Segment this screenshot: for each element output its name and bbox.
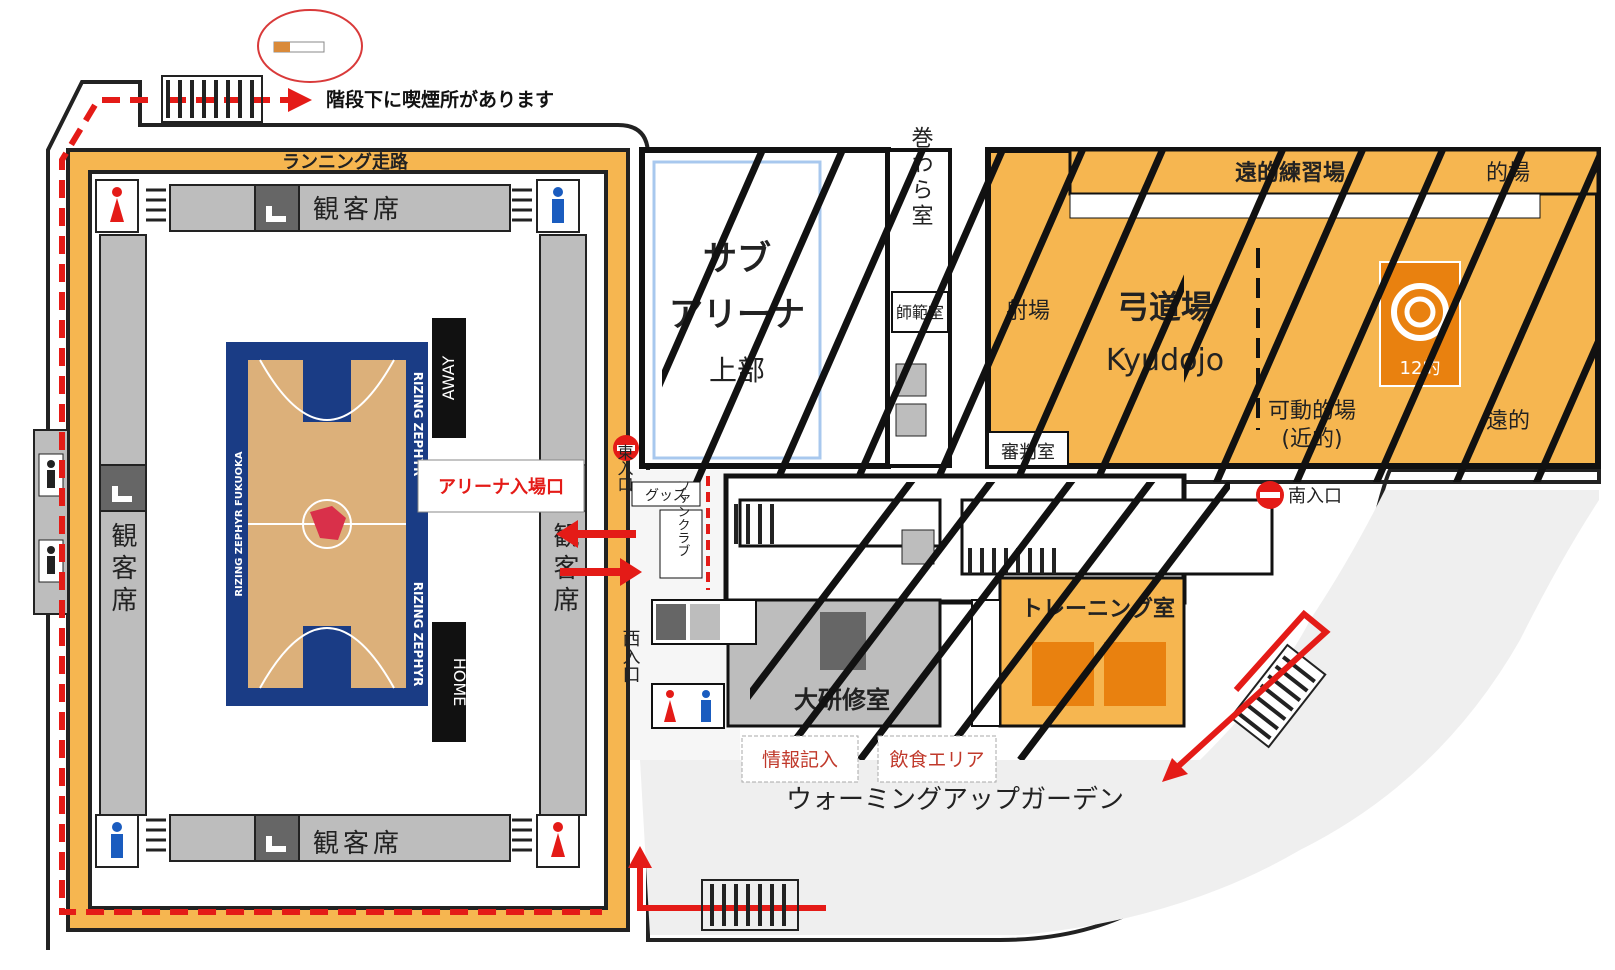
kadou-line1: 可動的場 (1268, 399, 1356, 424)
info-entry-label: 情報記入 (762, 749, 838, 771)
team-logo (310, 506, 346, 540)
kyudojo-en-label: Kyudojo (1106, 343, 1224, 378)
restroom-men-icon (536, 179, 580, 233)
restroom-women-icon-body (664, 700, 676, 722)
fanclub-booth (659, 509, 703, 579)
training-icon-2 (1104, 642, 1166, 706)
home-label: HOME (450, 658, 469, 707)
route-dashed (59, 97, 602, 915)
home-bench (432, 622, 466, 742)
enteki-short-label: 遠的 (1486, 409, 1530, 434)
no-entry-bar (617, 445, 635, 451)
seat-icon-glyph (266, 206, 286, 222)
warmup-garden-label: ウォーミングアップガーデン (786, 785, 1124, 815)
stairs-bottom (710, 884, 786, 926)
elevator-icon (901, 529, 935, 565)
smoking-note: 階段下に喫煙所があります (326, 88, 554, 111)
stairs-bottom-frame (701, 879, 799, 931)
enteki-label: 遠的練習場 (1235, 160, 1345, 186)
arena-entrance-label: アリーナ入場口 (438, 477, 564, 498)
court-side-label-left: RIZING ZEPHYR FUKUOKA (234, 451, 245, 597)
hatch-right (1184, 150, 1599, 482)
warmup-garden-area (640, 490, 1599, 935)
route-arrow-bottom (637, 866, 826, 911)
east-entrance-label: 東入口 (615, 444, 634, 492)
exit-arrow-out (560, 558, 642, 586)
away-label: AWAY (439, 356, 458, 401)
goods-booth (631, 481, 701, 507)
food-area-box[interactable] (877, 735, 997, 783)
court-side-label-top-right: RIZING ZEPHYR (411, 372, 425, 477)
stairs-top-frame (161, 75, 263, 123)
west-entrance-label: 西入口 (620, 629, 641, 683)
seats-bottom-label: 観客席 (313, 829, 403, 859)
hatch-left (662, 150, 1184, 482)
stairs (146, 188, 532, 852)
south-entrance-label: 南入口 (1288, 486, 1342, 507)
cigarette-filter (274, 42, 290, 52)
wheelchair-icon (656, 604, 686, 640)
fanclub-label: ファンクラブ (675, 479, 690, 557)
route-arrow-head (1162, 758, 1188, 782)
arena-entrance-box (417, 459, 585, 513)
info-entry-box[interactable] (741, 735, 859, 783)
seat-icon-glyph (266, 836, 286, 852)
restroom-men-icon (702, 690, 710, 698)
goods-label: グッズ (645, 488, 687, 504)
court-arc-top (259, 359, 395, 421)
food-area-label: 飲食エリア (889, 749, 984, 771)
seat-block-bottom (169, 814, 511, 862)
court-key-bottom (303, 626, 351, 688)
court-side-label-bottom-right: RIZING ZEPHYR (411, 582, 425, 687)
elevator-icon (690, 604, 720, 640)
restroom-women-icon (536, 814, 580, 868)
restroom-men-icon-body (701, 700, 711, 722)
no-entry-bar (1260, 492, 1280, 498)
target-icon (1391, 283, 1449, 341)
stairs-top (166, 80, 254, 118)
seats-left-label: 観客席 (107, 522, 137, 618)
route-arrow-head (628, 846, 652, 868)
seat-block-top (169, 184, 511, 232)
lecture-label: 大研修室 (794, 686, 890, 714)
route-arrow-head (288, 88, 312, 112)
restroom-women-icon (95, 179, 139, 233)
restroom-block-west (651, 683, 725, 729)
restroom-women-icon (666, 690, 674, 698)
seat-block-right (539, 234, 587, 816)
court-arc-bottom (259, 627, 395, 689)
corridor-white (1069, 193, 1541, 219)
restroom-men-icon (95, 814, 139, 868)
seats-top-label: 観客席 (313, 195, 403, 225)
running-track-label: ランニング走路 (282, 151, 409, 173)
seat-icon-glyph (112, 486, 132, 502)
garden-stairs (1229, 643, 1327, 749)
hatch-middle (750, 482, 1230, 760)
entry-arrow-in (556, 520, 636, 548)
court-center-circle (302, 499, 352, 549)
court-key-top (303, 360, 351, 422)
garden-route (1169, 609, 1331, 775)
away-bench (432, 318, 466, 438)
target-icon-inner (1404, 296, 1436, 328)
